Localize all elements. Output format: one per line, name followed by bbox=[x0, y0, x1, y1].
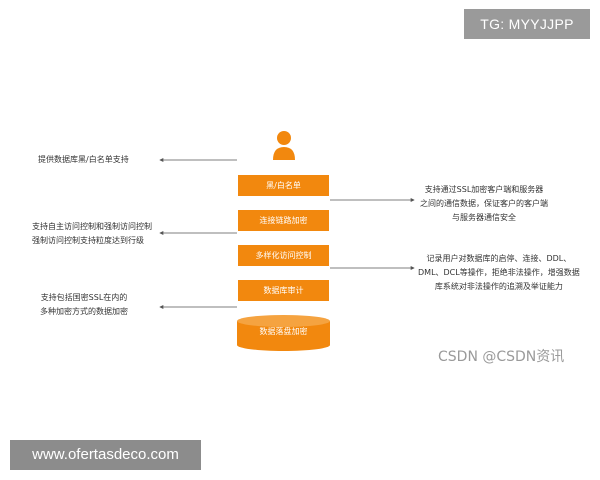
step-access-control: 多样化访问控制 bbox=[238, 245, 329, 266]
storage-cylinder-icon bbox=[237, 315, 330, 351]
watermark-site: www.ofertasdeco.com bbox=[10, 440, 201, 470]
note-right-1: 支持通过SSL加密客户端和服务器 之间的通信数据，保证客户的客户端 与服务器通信… bbox=[420, 185, 548, 222]
step-link-encryption: 连接链路加密 bbox=[238, 210, 329, 231]
watermark-csdn: CSDN @CSDN资讯 bbox=[438, 349, 565, 365]
step-database-audit: 数据库审计 bbox=[238, 280, 329, 301]
note-left-3: 支持包括国密SSL在内的 多种加密方式的数据加密 bbox=[40, 293, 128, 316]
note-right-2: 记录用户对数据库的启停、连接、DDL、 DML、DCL等操作，拒绝非法操作，增强… bbox=[418, 254, 580, 291]
step-blacklist-whitelist: 黑/白名单 bbox=[238, 175, 329, 196]
watermark-tg: TG: MYYJJPP bbox=[464, 9, 590, 39]
note-left-2: 支持自主访问控制和强制访问控制 强制访问控制支持粒度达到行级 bbox=[32, 222, 152, 245]
step-storage-encryption: 数据落盘加密 bbox=[259, 327, 308, 336]
note-left-1: 提供数据库黑/白名单支持 bbox=[38, 155, 129, 164]
user-icon bbox=[273, 131, 295, 160]
